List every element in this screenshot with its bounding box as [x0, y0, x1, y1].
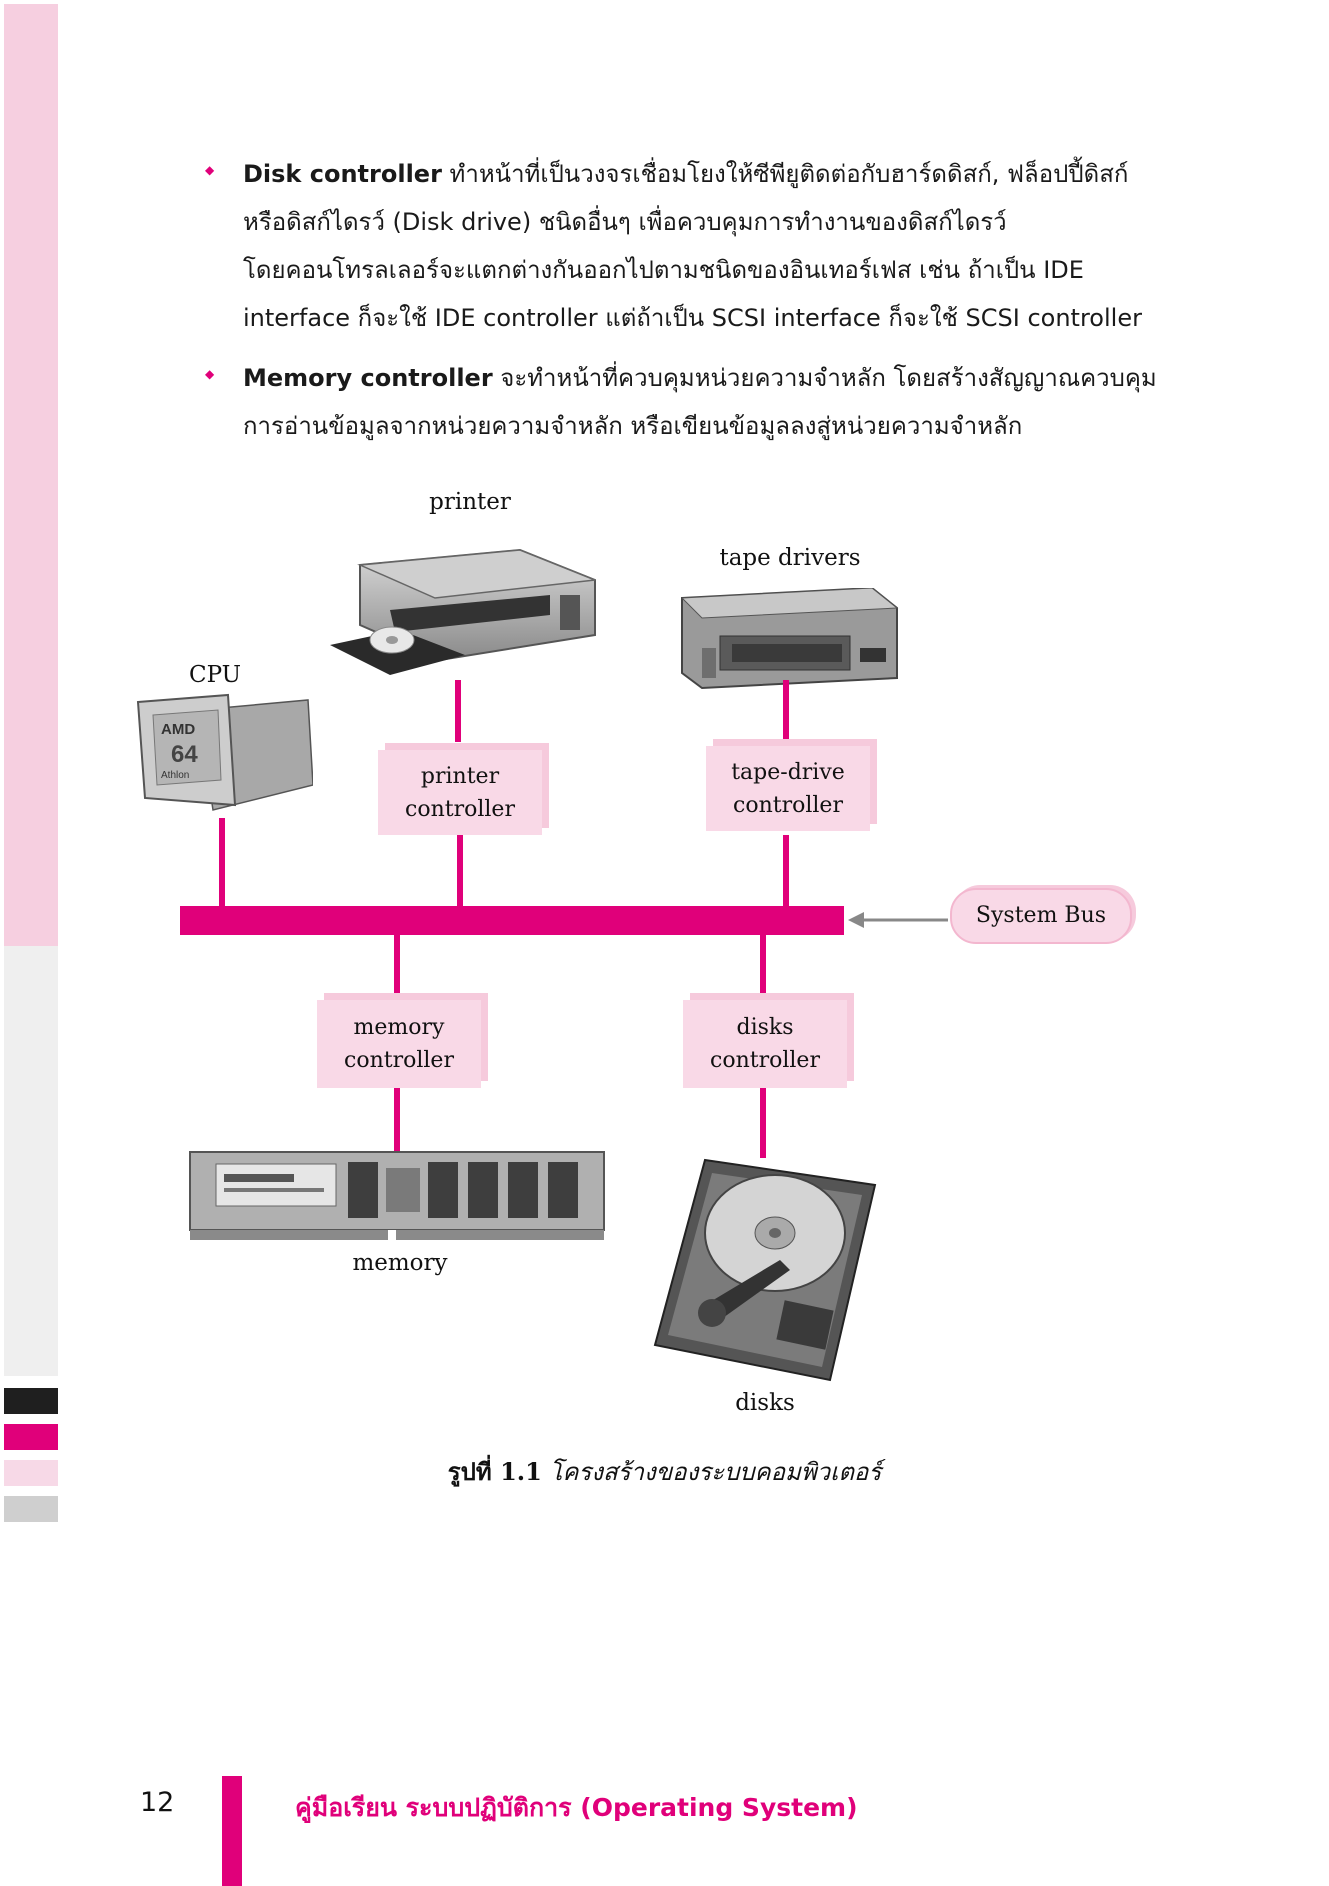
- printer-controller-box: printer controller: [378, 750, 542, 835]
- cpu-logo-model: Athlon: [161, 770, 189, 781]
- tape-drivers-label: tape drivers: [719, 545, 861, 571]
- paragraph-line: Disk controller ทำหน้าที่เป็นวงจรเชื่อมโ…: [243, 160, 1129, 188]
- hard-disk-image: [653, 1158, 877, 1382]
- paragraph-line: โดยคอนโทรลเลอร์จะแตกต่างกันออกไปตามชนิดข…: [243, 256, 1084, 284]
- disks-controller-to-disks-line: [760, 1088, 766, 1158]
- paragraph-line: การอ่านข้อมูลจากหน่วยความจำหลัก หรือเขีย…: [243, 412, 1023, 440]
- box-line: controller: [344, 1048, 454, 1073]
- printer-image: [330, 548, 596, 675]
- margin-pink-strip: [4, 4, 58, 946]
- box-line: controller: [710, 1048, 820, 1073]
- bus-to-disks-controller-line: [760, 935, 766, 995]
- printer-label: printer: [429, 489, 511, 515]
- margin-light-pink-square: [4, 1460, 58, 1486]
- cpu-logo-brand: AMD: [161, 721, 195, 738]
- printer-controller-to-bus-line: [457, 835, 463, 908]
- printer-to-controller-line: [455, 680, 461, 742]
- system-bus-label: System Bus: [950, 888, 1132, 944]
- tape-to-controller-line: [783, 680, 789, 742]
- paragraph-line: Memory controller จะทำหน้าที่ควบคุมหน่วย…: [243, 364, 1157, 392]
- cpu-to-bus-line: [219, 818, 225, 908]
- box-line: memory: [353, 1015, 445, 1040]
- tape-drive-image: [680, 588, 899, 690]
- memory-controller-to-memory-line: [394, 1088, 400, 1153]
- margin-gray-square: [4, 1496, 58, 1522]
- box-line: controller: [405, 796, 515, 822]
- tape-controller-to-bus-line: [783, 835, 789, 908]
- cpu-label: CPU: [188, 662, 242, 688]
- disks-label: disks: [735, 1390, 795, 1416]
- bus-to-memory-controller-line: [394, 935, 400, 995]
- disks-controller-box: disks controller: [683, 1000, 847, 1088]
- margin-gray-strip: [4, 946, 58, 1376]
- term-disk-controller: Disk controller: [243, 160, 442, 188]
- figure-title: โครงสร้างของระบบคอมพิวเตอร์: [541, 1458, 882, 1486]
- cpu-logo-number: 64: [171, 741, 198, 768]
- bullet-diamond-icon: ◆: [205, 163, 215, 177]
- paragraph-line: หรือดิสก์ไดรว์ (Disk drive) ชนิดอื่นๆ เพ…: [243, 208, 1007, 236]
- memory-controller-box: memory controller: [317, 1000, 481, 1088]
- box-line: controller: [733, 792, 843, 818]
- paragraph-line: interface ก็จะใช้ IDE controller แต่ถ้าเ…: [243, 304, 1142, 332]
- tape-drive-controller-box: tape-drive controller: [706, 746, 870, 831]
- system-bus-bar: [180, 906, 844, 935]
- arrow-left-icon: [848, 912, 948, 928]
- bullet-disk-controller: Disk controller ทำหน้าที่เป็นวงจรเชื่อมโ…: [243, 150, 1142, 342]
- box-line: disks: [736, 1015, 794, 1040]
- bullet-memory-controller: Memory controller จะทำหน้าที่ควบคุมหน่วย…: [243, 354, 1157, 450]
- figure-caption: รูปที่ 1.1 โครงสร้างของระบบคอมพิวเตอร์: [0, 1452, 1329, 1491]
- figure-number: รูปที่ 1.1: [447, 1457, 542, 1486]
- page-number: 12: [140, 1787, 175, 1818]
- cpu-image: AMD 64 Athlon: [136, 693, 313, 811]
- bullet-diamond-icon: ◆: [205, 367, 215, 381]
- footer-accent-bar: [222, 1776, 242, 1886]
- margin-black-square: [4, 1388, 58, 1414]
- footer-book-title: คู่มือเรียน ระบบปฏิบัติการ (Operating Sy…: [295, 1793, 858, 1822]
- box-line: printer: [420, 763, 500, 789]
- memory-label: memory: [352, 1250, 448, 1276]
- box-line: tape-drive: [731, 759, 845, 785]
- memory-module-image: [189, 1151, 605, 1242]
- margin-magenta-square: [4, 1424, 58, 1450]
- term-memory-controller: Memory controller: [243, 364, 493, 392]
